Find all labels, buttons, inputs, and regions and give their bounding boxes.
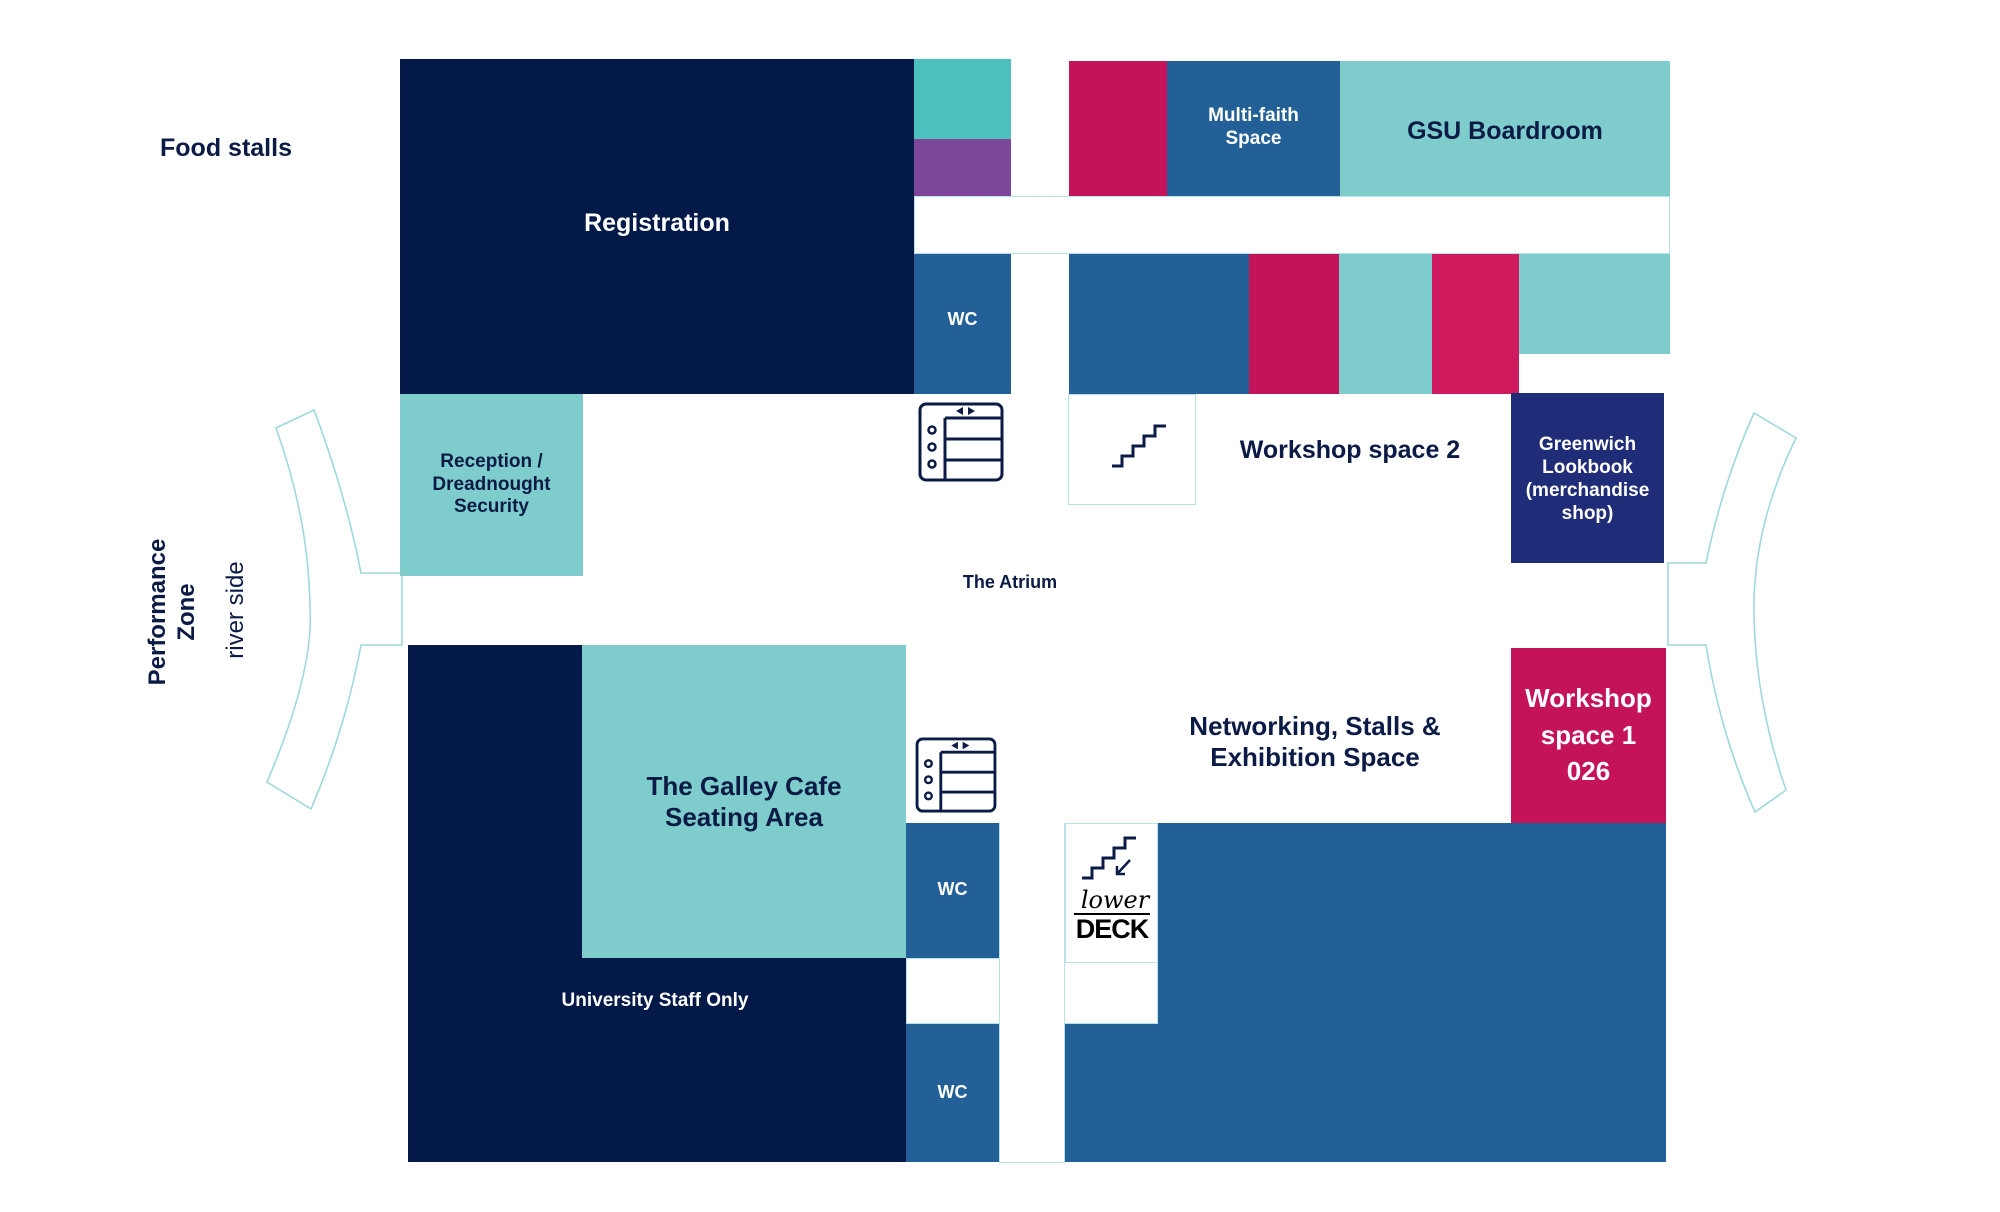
gsu-boardroom-room[interactable] bbox=[1340, 61, 1670, 196]
gsu-boardroom-label: GSU Boardroom bbox=[1407, 117, 1603, 145]
performance-zone-label[interactable]: Performance Zone bbox=[144, 538, 200, 686]
lower-deck-word: DECK bbox=[1075, 914, 1150, 944]
lift-icon[interactable] bbox=[915, 737, 997, 813]
workshop-space-1-room[interactable] bbox=[1511, 648, 1666, 823]
wc-mid-room[interactable] bbox=[906, 823, 999, 958]
magenta-room-right bbox=[1432, 254, 1519, 394]
networking-label[interactable]: Networking, Stalls & Exhibition Space bbox=[1189, 710, 1441, 772]
workshop-space-2-label[interactable]: Workshop space 2 bbox=[1239, 436, 1461, 464]
corridor-vertical-bottom bbox=[999, 823, 1065, 1163]
purple-room bbox=[914, 139, 1011, 196]
stairs-icon bbox=[1110, 422, 1168, 468]
teal-room-mid bbox=[1339, 254, 1432, 394]
teal-room-top bbox=[914, 59, 1011, 139]
greenwich-lookbook-label: Greenwich Lookbook (merchandise shop) bbox=[1525, 434, 1650, 524]
multifaith-room[interactable] bbox=[1167, 61, 1340, 196]
atrium-label: The Atrium bbox=[962, 572, 1058, 593]
blue-room-bottom-right bbox=[1158, 823, 1666, 1162]
food-stalls-label[interactable]: Food stalls bbox=[160, 134, 292, 162]
blue-room-right bbox=[1069, 254, 1249, 394]
teal-room-right bbox=[1519, 254, 1670, 354]
magenta-room-mid bbox=[1249, 254, 1339, 394]
corridor-top bbox=[914, 196, 1670, 254]
magenta-room-top bbox=[1069, 61, 1167, 196]
workshop-space-1-label: Workshop space 1 026 bbox=[1525, 683, 1652, 787]
lift-icon[interactable] bbox=[918, 402, 1004, 482]
staff-only-label: University Staff Only bbox=[561, 989, 749, 1011]
wc-bottom-label: WC bbox=[937, 1082, 968, 1103]
lower-deck-script: lower bbox=[1080, 886, 1150, 914]
reception-room[interactable] bbox=[400, 394, 583, 576]
lower-deck-logo: lower DECK bbox=[1068, 886, 1156, 948]
wc-top-label: WC bbox=[947, 309, 978, 330]
wc-bottom-room[interactable] bbox=[906, 1024, 999, 1162]
river-side-label: river side bbox=[221, 561, 249, 659]
multifaith-label: Multi-faith Space bbox=[1208, 105, 1299, 149]
galley-cafe-room[interactable] bbox=[582, 645, 906, 958]
registration-room[interactable] bbox=[400, 59, 914, 394]
registration-label: Registration bbox=[584, 209, 730, 237]
stairs-down-icon bbox=[1080, 832, 1144, 882]
lower-deck-box[interactable] bbox=[1065, 823, 1158, 963]
galley-cafe-label: The Galley Cafe Seating Area bbox=[646, 770, 842, 832]
reception-label: Reception / Dreadnought Security bbox=[432, 450, 551, 518]
blue-room-bottom-strip bbox=[1065, 1024, 1158, 1162]
greenwich-lookbook-room[interactable] bbox=[1511, 393, 1664, 563]
lower-deck-rule bbox=[1074, 913, 1150, 915]
wc-top-room[interactable] bbox=[914, 254, 1011, 394]
wc-mid-label: WC bbox=[937, 879, 968, 900]
